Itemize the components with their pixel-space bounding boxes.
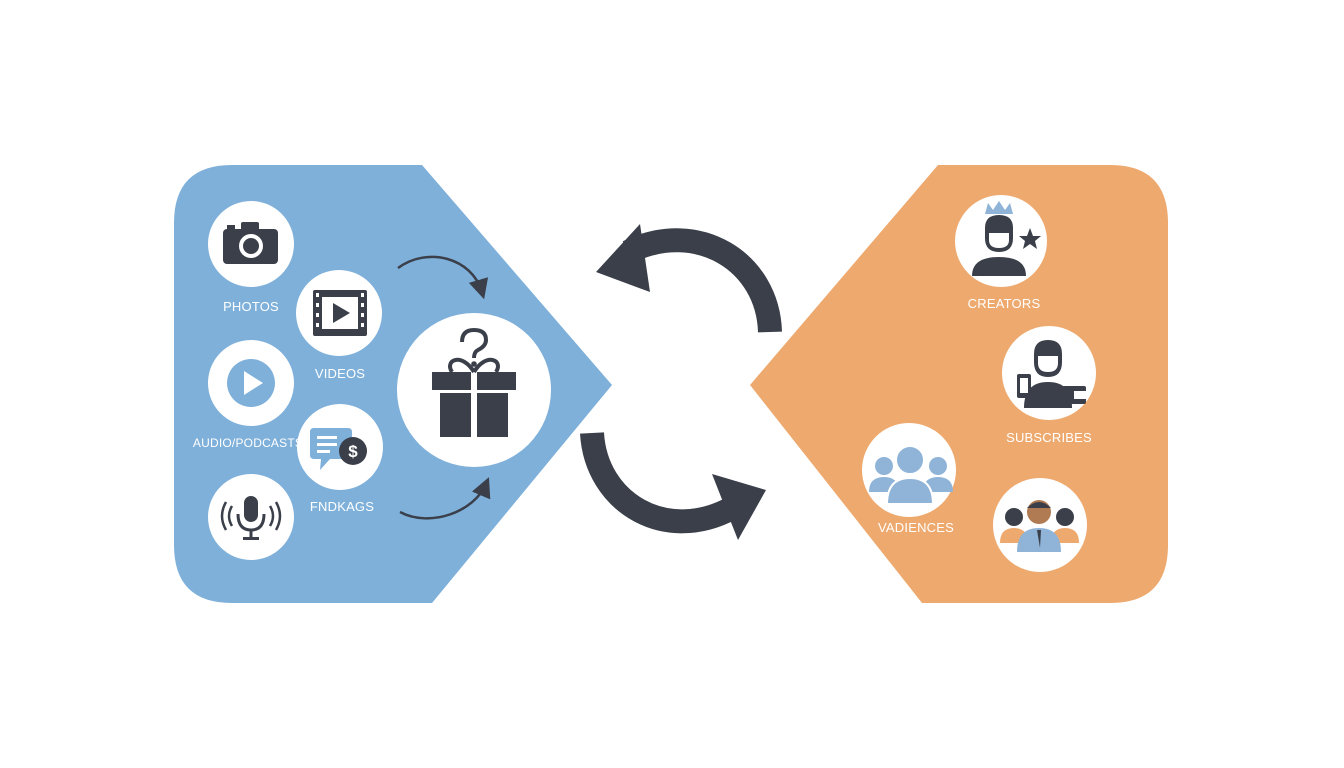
audio-circle (208, 340, 294, 426)
gift-circle (397, 313, 551, 467)
audience-group-icon (869, 445, 953, 505)
audiences-circle (862, 423, 956, 517)
team-group-icon (1000, 500, 1079, 552)
vadiences-label: VADIENCES (878, 520, 954, 535)
crowned-creator-icon (972, 201, 1041, 276)
curved-arrow-bottom-icon (399, 477, 491, 520)
gift-question-icon (432, 327, 516, 437)
audio-podcasts-label: AUDIO/PODCASTS (192, 436, 304, 450)
arrow-to-audience-icon (580, 431, 766, 540)
videos-label: VIDEOS (314, 366, 366, 381)
team-circle (993, 478, 1087, 572)
play-circle-icon (227, 359, 275, 407)
photos-label: PHOTOS (223, 299, 279, 314)
subscriber-phone-wallet-icon (1017, 340, 1086, 408)
fndkags-label: FNDKAGS (309, 499, 375, 514)
creators-label: CREATORS (967, 296, 1041, 311)
chat-dollar-icon: $ (310, 428, 367, 470)
mic-circle (208, 474, 294, 560)
curved-arrow-top-icon (397, 255, 489, 300)
microphone-icon (220, 496, 282, 540)
arrow-to-content-icon (596, 224, 782, 333)
subscribes-label: SUBSCRIBES (1006, 430, 1092, 445)
videos-circle (296, 270, 382, 356)
camera-icon (223, 222, 278, 264)
photos-circle (208, 201, 294, 287)
creators-circle (955, 195, 1047, 287)
film-play-icon (313, 290, 367, 336)
subscribers-circle (1002, 326, 1096, 420)
svg-text:$: $ (348, 442, 358, 461)
chat-circle: $ (297, 404, 383, 490)
